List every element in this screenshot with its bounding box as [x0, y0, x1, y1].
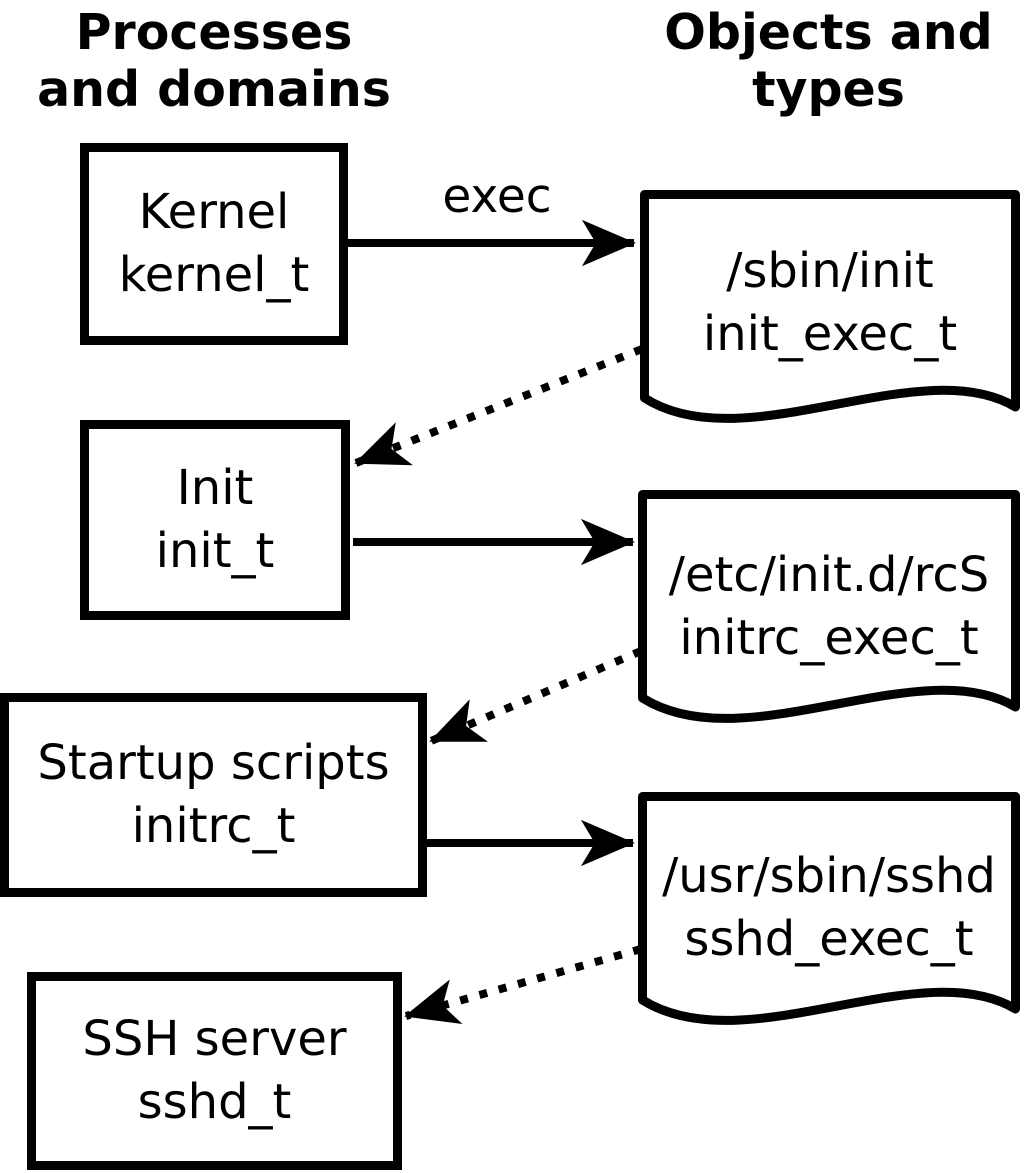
process-domain: initrc_t [131, 798, 296, 854]
exec-arrow-label: exec [437, 172, 557, 222]
process-name: Kernel [138, 183, 290, 240]
object-label-etc-initd-rcs: /etc/init.d/rcS initrc_exec_t [638, 492, 1020, 712]
object-path: /usr/sbin/sshd [662, 847, 996, 904]
process-name: SSH server [82, 1011, 347, 1067]
object-path: /sbin/init [726, 243, 934, 299]
process-domain: sshd_t [137, 1074, 292, 1130]
header-line: types [752, 61, 905, 118]
object-label-sbin-init: /sbin/init init_exec_t [640, 192, 1020, 408]
process-box-ssh-server [27, 972, 402, 1170]
process-name: Init [176, 460, 254, 516]
object-type: init_exec_t [702, 306, 958, 362]
column-header-processes: Processes and domains [0, 4, 428, 118]
process-box-init [80, 420, 350, 620]
process-box-kernel [80, 143, 348, 345]
document-shape-usr-sbin-sshd [638, 792, 1020, 1025]
process-name: Startup scripts [37, 735, 390, 791]
object-label-usr-sbin-sshd: /usr/sbin/sshd sshd_exec_t [638, 794, 1020, 1013]
process-label-startup-scripts: Startup scripts initrc_t [0, 693, 427, 897]
document-shape-etc-initd-rcs [638, 490, 1020, 723]
header-line: Objects and [664, 4, 993, 61]
column-header-objects: Objects and types [630, 4, 1024, 118]
header-line: Processes [75, 4, 353, 61]
object-type: initrc_exec_t [679, 610, 979, 666]
process-label-ssh-server: SSH server sshd_t [27, 972, 402, 1170]
header-line: and domains [37, 61, 391, 118]
process-domain: init_t [155, 523, 275, 579]
process-label-init: Init init_t [80, 420, 350, 620]
document-shape-sbin-init [640, 190, 1020, 423]
process-domain: kernel_t [118, 246, 310, 303]
process-label-kernel: Kernel kernel_t [80, 143, 348, 344]
transition-arrow-initrc-exec-to-startup [429, 647, 643, 745]
exec-label-text: exec [442, 169, 552, 224]
object-type: sshd_exec_t [684, 910, 974, 967]
process-box-startup-scripts [0, 693, 427, 897]
transition-arrow-sshd-exec-to-ssh-server [404, 945, 643, 1024]
object-path: /etc/init.d/rcS [668, 547, 990, 603]
transition-arrow-init-exec-to-init [354, 345, 644, 467]
